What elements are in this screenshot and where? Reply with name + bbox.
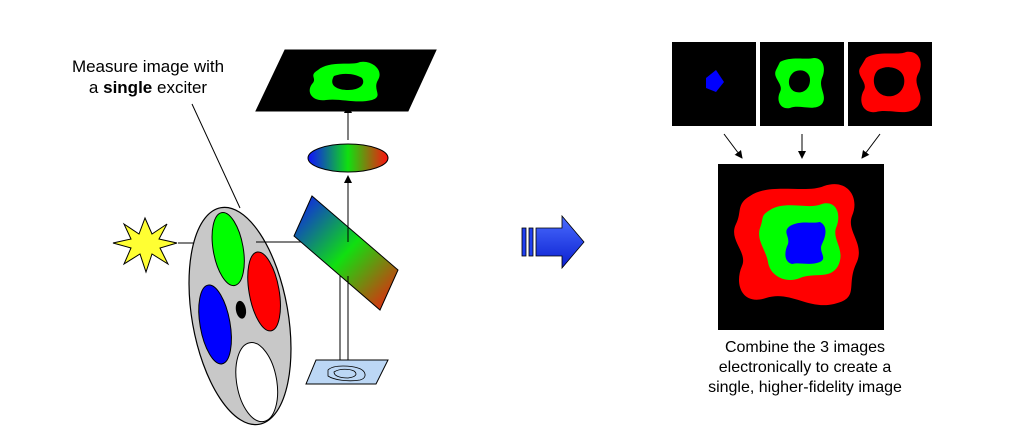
empty-filter-slot (235, 342, 279, 423)
measure-caption: Measure image with a single exciter (48, 56, 248, 98)
measure-caption-bold: single (103, 78, 153, 97)
emission-filter-lens (307, 143, 389, 173)
green-filter (211, 212, 245, 287)
combine-caption-line3: single, higher-fidelity image (708, 379, 902, 396)
blue-channel-shape (706, 70, 724, 92)
measure-caption-line1: Measure image with (71, 57, 225, 76)
dichroic-mirror (293, 195, 399, 311)
combine-caption-line2: electronically to create a (718, 359, 892, 376)
wheel-hub (235, 300, 247, 319)
blue-combine-arrow (723, 133, 743, 159)
detected-green-hole (332, 73, 364, 90)
combine-caption-line1: Combine the 3 images (724, 339, 886, 356)
red-channel-hole (873, 67, 905, 97)
red-filter (247, 251, 281, 332)
right-arrow-icon (521, 214, 585, 270)
star-burst-icon (112, 216, 178, 274)
measure-caption-suffix: exciter (156, 78, 208, 97)
sample-contours (327, 365, 366, 382)
measure-caption-prefix: a (88, 78, 99, 97)
blue-filter (198, 284, 232, 365)
sample-slide (305, 359, 389, 385)
composite-blue-layer (785, 222, 826, 264)
green-channel-hole (788, 70, 810, 93)
combine-caption: Combine the 3 images electronically to c… (660, 338, 950, 398)
red-combine-arrow (861, 133, 881, 159)
leader-line (191, 103, 241, 209)
filter-wheel (188, 206, 292, 426)
